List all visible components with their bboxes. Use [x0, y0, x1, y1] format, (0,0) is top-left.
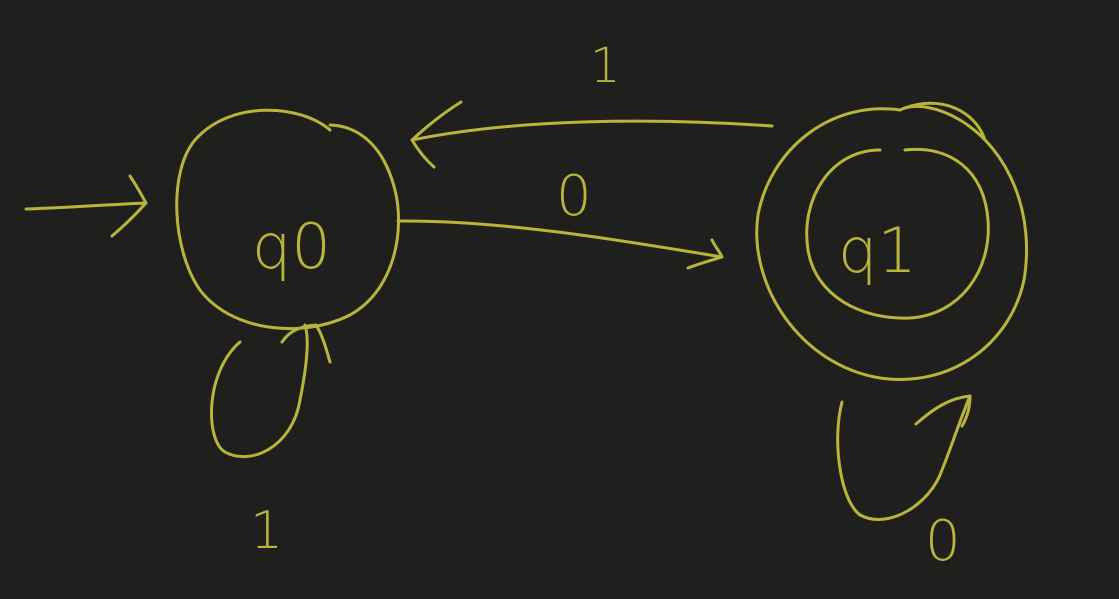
self-loop-q0-line: [210, 323, 309, 459]
transition-q0-q1-arrowhead: [686, 238, 724, 270]
state-q0-circle: [175, 108, 401, 331]
transition-q0-q1-line: [396, 219, 724, 259]
state-q1-outer-circle: [755, 104, 1029, 381]
state-q0: q0: [175, 108, 401, 331]
self-loop-q0-arrowhead: [280, 323, 332, 364]
transition-q1-q0-arrowhead: [410, 100, 463, 169]
self-loop-q1-line: [836, 394, 972, 521]
state-q1-outer-stroke: [903, 101, 987, 142]
state-q1-inner-circle: [805, 147, 990, 320]
state-q0-label: q0: [252, 210, 331, 283]
transition-q0-q1: 0: [396, 164, 724, 270]
state-q1-label: q1: [838, 214, 917, 287]
start-arrow: [24, 174, 148, 238]
self-loop-q1-symbol: 0: [925, 509, 961, 574]
self-loop-q0-symbol: 1: [250, 501, 283, 561]
self-loop-q0: 1: [210, 323, 332, 561]
self-loop-q1: 0: [836, 394, 972, 574]
state-q1: q1: [755, 101, 1029, 381]
transition-q1-q0-symbol: 1: [590, 38, 621, 94]
transition-q1-q0: 1: [410, 38, 774, 169]
self-loop-q1-arrowhead: [914, 394, 972, 428]
transition-q0-q1-symbol: 0: [556, 164, 592, 229]
transition-q1-q0-line: [410, 119, 774, 142]
